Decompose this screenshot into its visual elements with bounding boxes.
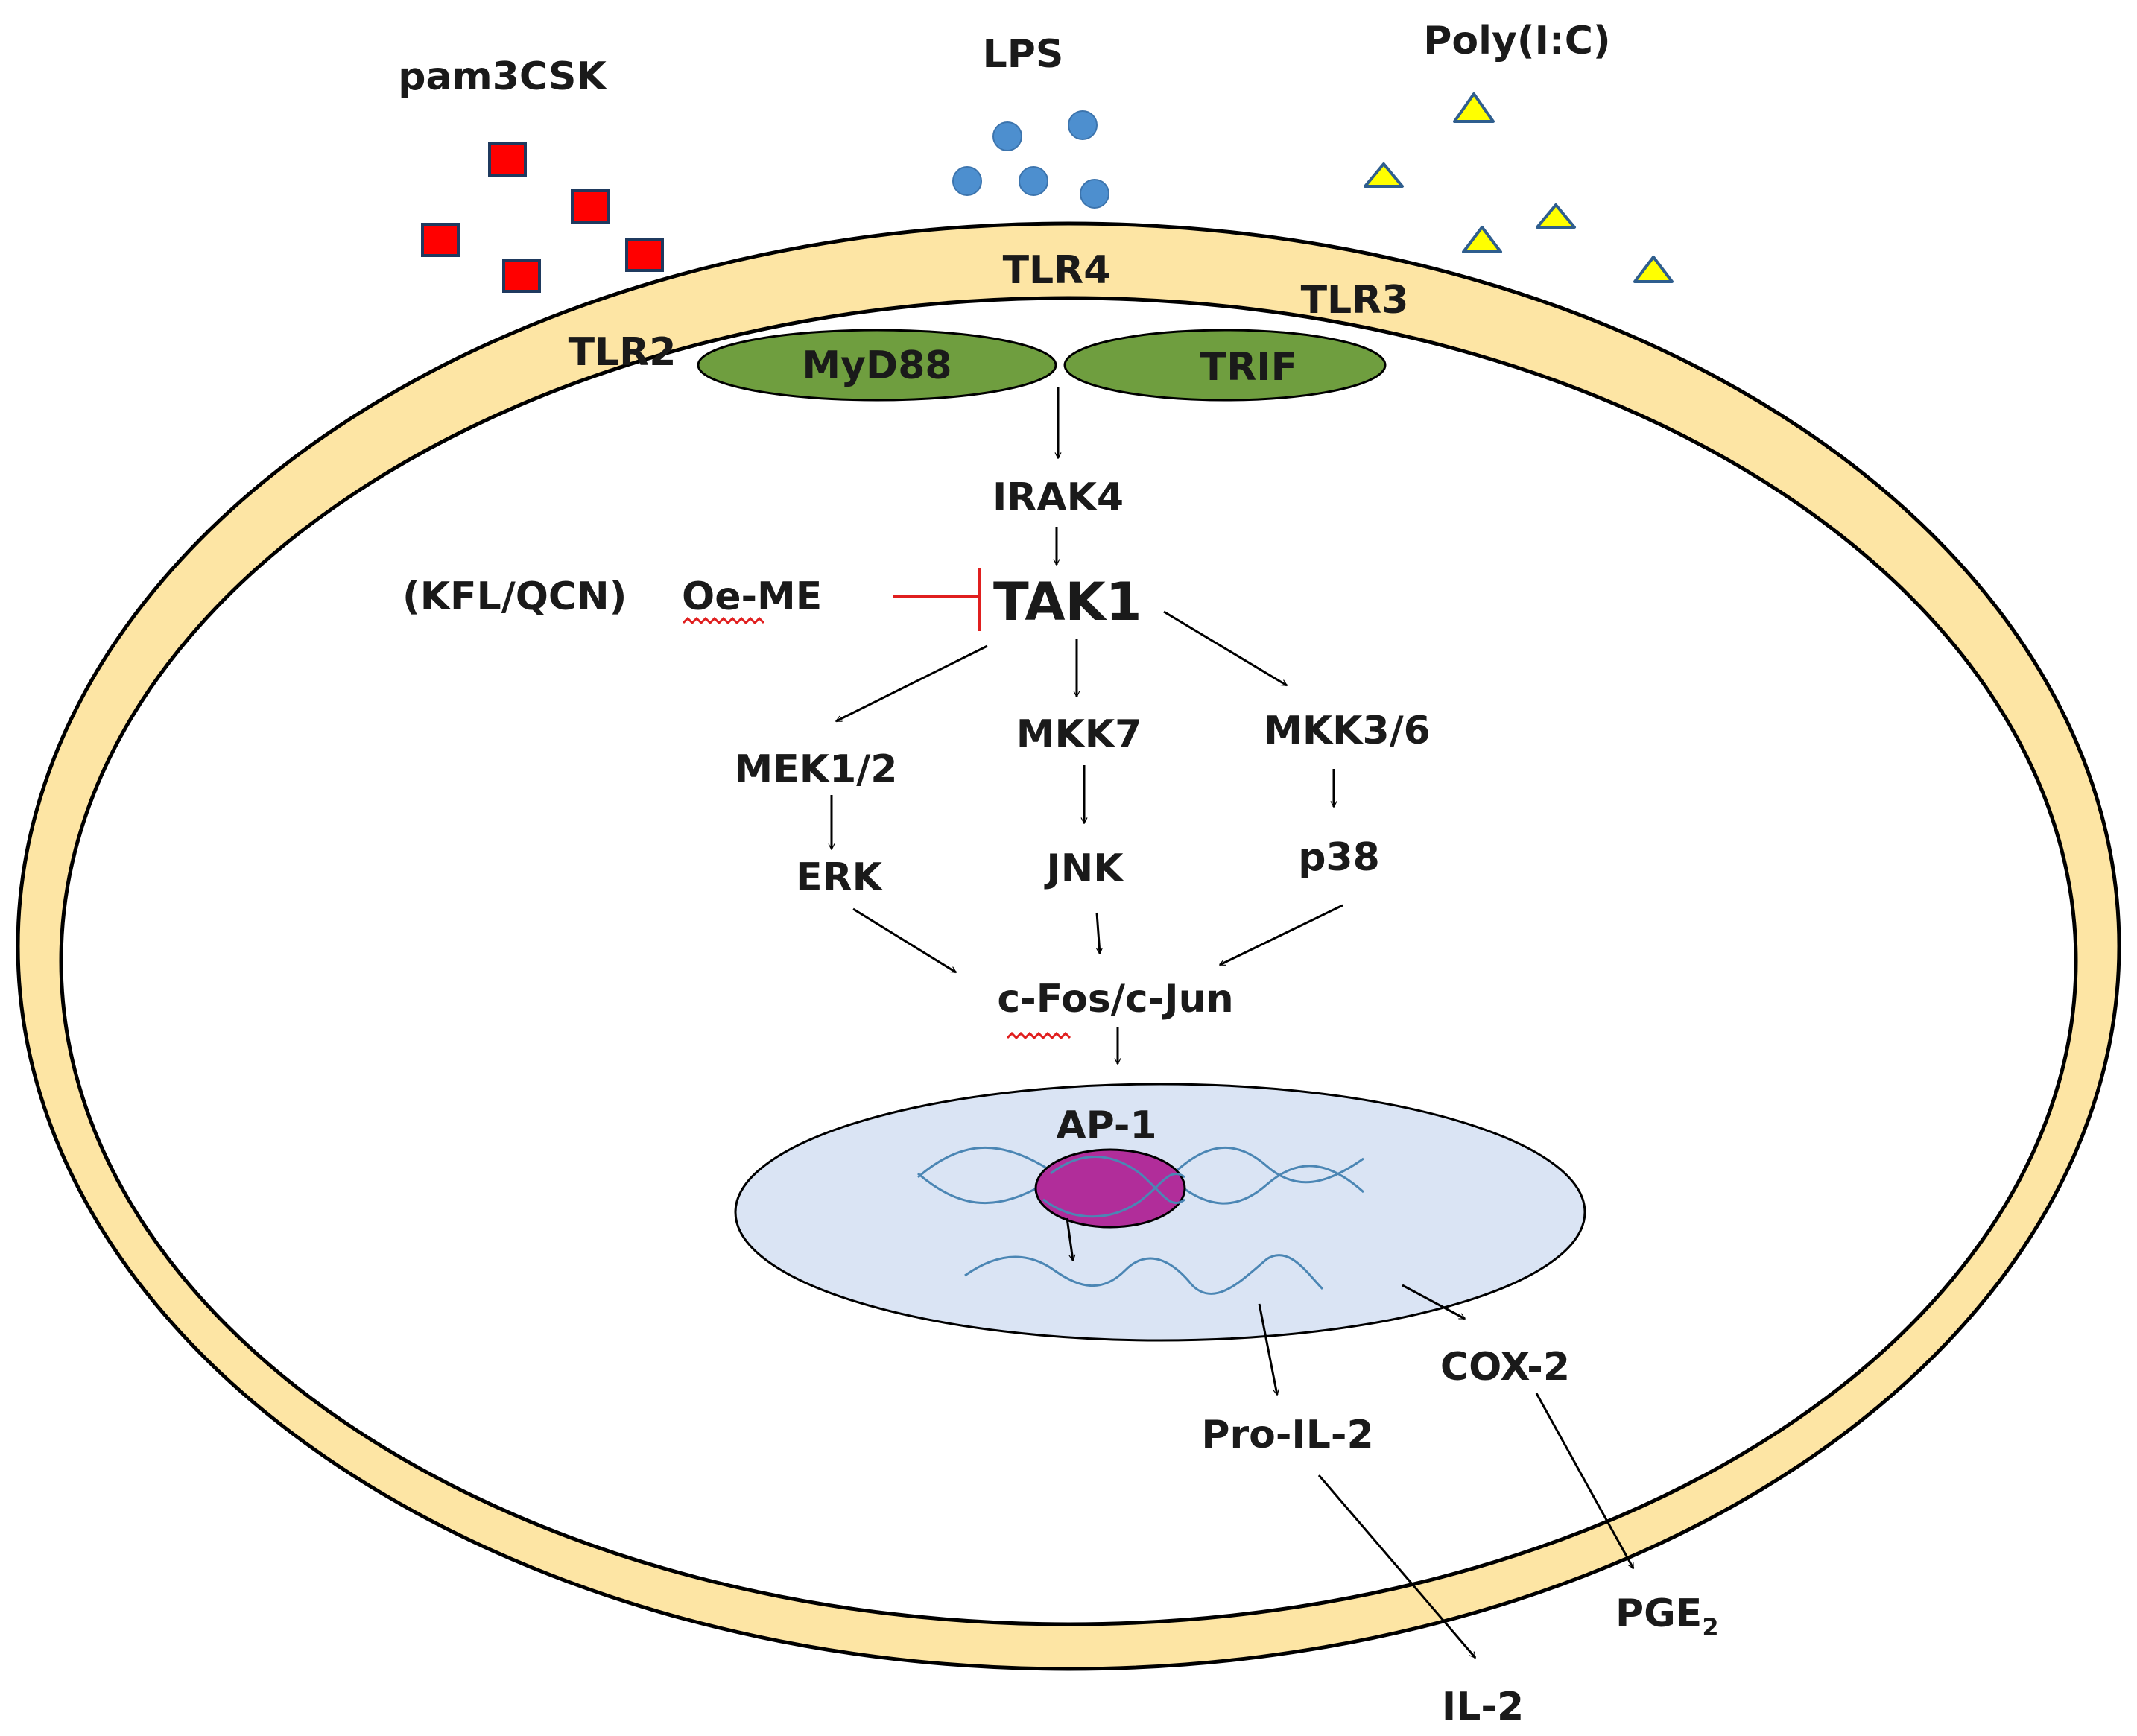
pam3csk-square <box>421 223 460 257</box>
dna-strand <box>1168 1146 1364 1184</box>
pam3csk-square <box>502 259 541 293</box>
inhibition-symbol <box>893 568 981 631</box>
label-irak4: IRAK4 <box>992 475 1124 520</box>
lps-dot <box>1019 166 1048 196</box>
label-trif: TRIF <box>1200 345 1297 390</box>
label-cfos-cjun: c-Fos/c-Jun <box>997 977 1233 1021</box>
label-tak1: TAK1 <box>993 571 1142 633</box>
arrows <box>832 387 1635 1658</box>
label-inhibitor-prefix: (KFL/QCN) <box>402 574 627 619</box>
lps-dot <box>952 166 982 196</box>
squiggle-underline <box>682 616 765 625</box>
labels: pam3CSK LPS Poly(I:C) TLR4 TLR3 TLR2 MyD… <box>398 19 1718 1729</box>
arrow-jnk-cfos <box>1095 912 1100 954</box>
label-jnk: JNK <box>1044 846 1124 891</box>
arrow-proil2-il2 <box>1317 1474 1477 1658</box>
polyic-triangle <box>1364 162 1404 188</box>
lps-dot <box>992 121 1022 151</box>
arrow-cox2-pge2 <box>1535 1393 1635 1568</box>
label-pge2: PGE2 <box>1615 1591 1719 1641</box>
label-cox2: COX-2 <box>1440 1345 1570 1390</box>
label-lps: LPS <box>983 32 1064 77</box>
arrow-tak1-mek12 <box>836 644 988 723</box>
label-tlr4: TLR4 <box>1003 248 1111 293</box>
label-myd88: MyD88 <box>802 343 952 388</box>
spellcheck-underlines <box>682 616 1071 1040</box>
arrow-p38-cfos <box>1220 904 1343 966</box>
pam3csk-square <box>625 238 664 272</box>
dna-strand <box>1168 1165 1365 1205</box>
pam3csk-square <box>571 189 610 224</box>
polyic-triangle <box>1453 92 1495 123</box>
label-tlr2: TLR2 <box>569 330 677 375</box>
label-pam3csk: pam3CSK <box>398 54 607 99</box>
adaptor-complex <box>697 329 1387 402</box>
label-ap1: AP-1 <box>1056 1103 1156 1148</box>
polyic-triangle <box>1536 203 1576 229</box>
polyic-triangle <box>1462 226 1502 253</box>
lps-dot <box>1068 110 1098 140</box>
arrow-erk-cfos <box>852 907 956 974</box>
label-pge: PGE <box>1615 1591 1702 1636</box>
arrow-tak1-mkk36 <box>1163 610 1287 687</box>
pam3csk-markers <box>421 142 664 293</box>
label-tlr3: TLR3 <box>1301 278 1409 323</box>
squiggle-underline <box>1006 1031 1071 1040</box>
label-il2: IL-2 <box>1442 1685 1524 1729</box>
arrow-mrna-proil2 <box>1258 1303 1277 1395</box>
nucleus <box>734 1083 1586 1342</box>
label-mkk36: MKK3/6 <box>1264 709 1431 753</box>
pam3csk-square <box>488 142 527 177</box>
mrna-strand <box>964 1254 1324 1295</box>
label-polyic: Poly(I:C) <box>1423 19 1610 63</box>
label-inhibitor: Oe-ME <box>682 574 822 619</box>
polyic-markers <box>1364 92 1674 283</box>
arrow-nucleus-cox2 <box>1402 1284 1465 1320</box>
label-pro-il2: Pro-IL-2 <box>1201 1413 1373 1457</box>
label-erk: ERK <box>796 855 884 900</box>
lps-dot <box>1080 179 1109 209</box>
label-mkk7: MKK7 <box>1016 712 1142 757</box>
polyic-triangle <box>1633 256 1674 283</box>
label-mek12: MEK1/2 <box>735 747 898 792</box>
trif-ellipse <box>1063 329 1387 402</box>
label-p38: p38 <box>1298 835 1380 880</box>
myd88-ellipse <box>697 329 1057 402</box>
arrow-ap1-mrna <box>1066 1217 1073 1261</box>
cytoplasm <box>59 296 2078 1626</box>
ap1-dna-loop <box>1042 1172 1185 1218</box>
lps-markers <box>952 110 1109 209</box>
ap1-complex <box>1034 1148 1186 1229</box>
cell-membrane <box>16 221 2121 1671</box>
label-pge-subscript: 2 <box>1702 1613 1718 1641</box>
ap1-dna-loop <box>1050 1156 1185 1205</box>
